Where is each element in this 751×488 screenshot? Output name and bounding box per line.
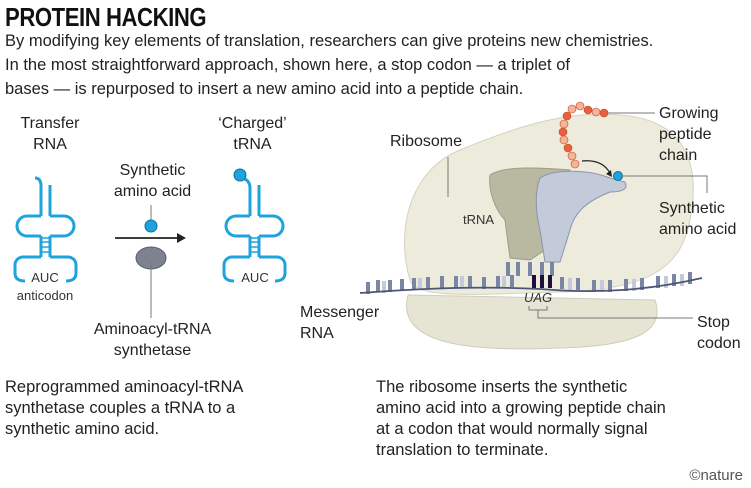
arrow-icon [115,233,186,243]
synthetic-amino-acid-icon [613,171,623,181]
leader-lines [447,112,708,319]
insertion-arrow-icon [581,160,611,174]
intro-line: bases — is repurposed to insert a new am… [5,80,524,98]
label-charged-trna: ‘Charged’tRNA [218,115,287,153]
anticodon-label: anticodon [16,288,74,303]
trna-uncharged-icon [13,176,78,283]
amino-acid-icon [144,219,158,233]
ribosome-icon [403,113,694,350]
intro-line: By modifying key elements of translation… [5,32,654,50]
charged-amino-acid-icon [233,168,247,182]
label-trna: tRNA [463,212,495,227]
anticodon-sequence: AUC [31,270,59,285]
codon-sequence: UAG [524,290,553,305]
intro-line: In the most straightforward approach, sh… [5,56,570,74]
charged-trna-in-ribosome-icon [535,170,627,263]
page-title: PROTEIN HACKING [5,2,207,32]
mrna-strand-icon [359,262,703,294]
label-ribosome: Ribosome [390,133,463,150]
trna-charged-icon [222,176,287,283]
charged-anticodon-sequence: AUC [241,270,269,285]
nature-credit: ©nature [689,467,743,484]
peptide-chain-icon [558,101,609,169]
